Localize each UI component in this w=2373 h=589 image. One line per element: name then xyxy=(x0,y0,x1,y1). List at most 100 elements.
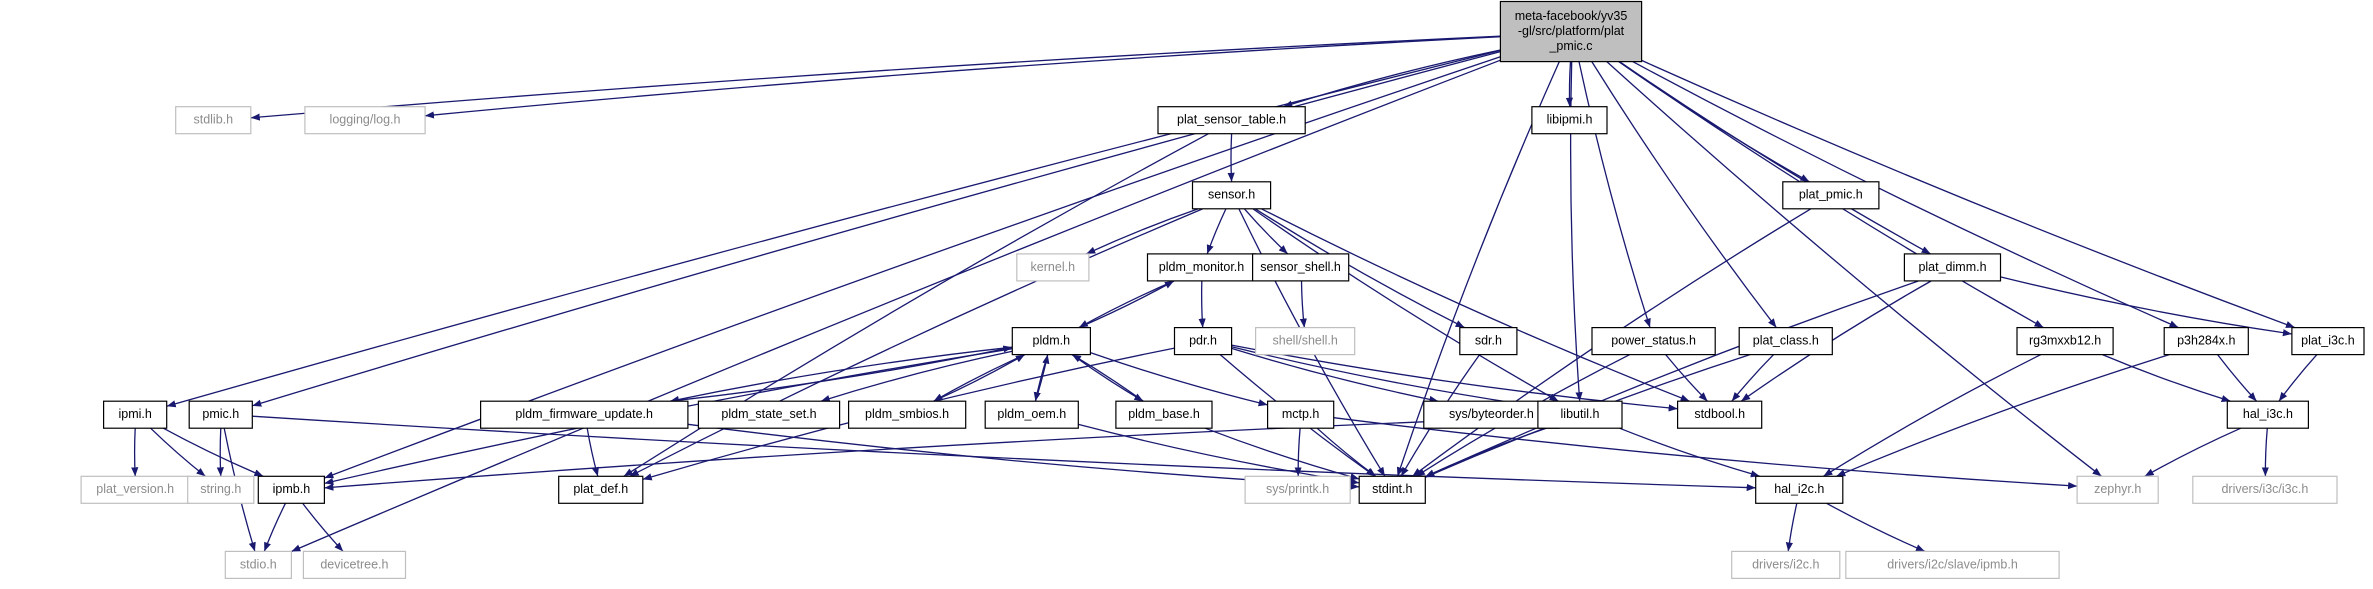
node-stdint[interactable]: stdint.h xyxy=(1358,475,1426,504)
node-pdr[interactable]: pdr.h xyxy=(1173,327,1233,356)
edge-ipmi-to-ipmb xyxy=(162,427,264,477)
node-hal_i3c[interactable]: hal_i3c.h xyxy=(2226,400,2310,429)
node-pldm[interactable]: pldm.h xyxy=(1011,327,1091,356)
node-plat_class-box xyxy=(1738,327,1833,356)
node-pldm_oem-box xyxy=(984,400,1079,429)
edge-root-to-ipmi xyxy=(166,49,1501,408)
node-plat_def-box xyxy=(558,475,644,504)
edge-rg3mxxb12-to-hal_i3c xyxy=(2102,354,2231,402)
node-pldm_monitor[interactable]: pldm_monitor.h xyxy=(1146,253,1257,282)
edge-mctp-to-stdint xyxy=(1316,427,1377,477)
edge-ipmi-to-plat_version xyxy=(131,428,139,477)
edge-pldm_monitor-to-pdr xyxy=(1198,280,1206,328)
node-stdlib: stdlib.h xyxy=(175,106,252,135)
node-stdio-label: stdio.h xyxy=(240,557,277,571)
node-stdbool[interactable]: stdbool.h xyxy=(1676,400,1763,429)
node-logging: logging/log.h xyxy=(304,106,426,135)
node-ipmb-label: ipmb.h xyxy=(273,482,311,496)
node-power_status-label: power_status.h xyxy=(1611,333,1696,347)
node-rg3mxxb12-box xyxy=(2016,327,2114,356)
node-pldm_state_set-box xyxy=(697,400,841,429)
edge-pldm_firmware_update-to-plat_def xyxy=(586,428,599,477)
edge-sensor-to-kernel xyxy=(1086,208,1199,255)
node-pldm_oem-label: pldm_oem.h xyxy=(997,407,1066,421)
edge-root-to-logging xyxy=(424,36,1501,119)
node-sdr[interactable]: sdr.h xyxy=(1459,327,1518,356)
node-mctp-box xyxy=(1266,400,1335,429)
node-plat_i3c-label: plat_i3c.h xyxy=(2301,333,2355,347)
edge-pldm-to-pldm_monitor xyxy=(1078,280,1175,329)
root-file-label-line-3: _pmic.c xyxy=(1548,39,1592,53)
node-hal_i2c[interactable]: hal_i2c.h xyxy=(1755,475,1844,504)
node-sys_printk-box xyxy=(1244,475,1351,504)
edge-hal_i2c-to-drivers_i2c_slave_ipmb xyxy=(1826,502,1926,552)
node-libipmi-box xyxy=(1531,106,1608,135)
node-libutil-box xyxy=(1537,400,1623,429)
node-sys_printk: sys/printk.h xyxy=(1244,475,1351,504)
node-sensor-box xyxy=(1191,181,1272,210)
node-pldm_state_set[interactable]: pldm_state_set.h xyxy=(697,400,841,429)
node-plat_def[interactable]: plat_def.h xyxy=(558,475,644,504)
node-shell-box xyxy=(1254,327,1356,356)
node-drivers_i2c-label: drivers/i2c.h xyxy=(1752,557,1819,571)
edge-plat_dimm-to-plat_i3c xyxy=(2000,276,2292,337)
node-drivers_i2c: drivers/i2c.h xyxy=(1731,550,1841,580)
node-plat_i3c[interactable]: plat_i3c.h xyxy=(2291,327,2365,356)
node-logging-box xyxy=(304,106,426,135)
node-hal_i2c-label: hal_i2c.h xyxy=(1774,482,1824,496)
edge-plat_class-to-stdbool xyxy=(1731,354,1775,402)
node-ipmb[interactable]: ipmb.h xyxy=(257,475,325,504)
node-pldm_firmware_update[interactable]: pldm_firmware_update.h xyxy=(480,400,689,429)
node-libutil-label: libutil.h xyxy=(1561,407,1600,421)
edge-libutil-to-ipmb xyxy=(324,416,1538,491)
edge-pldm_monitor-to-pldm xyxy=(1078,280,1175,329)
node-sys_byteorder[interactable]: sys/byteorder.h xyxy=(1423,400,1560,429)
node-libipmi[interactable]: libipmi.h xyxy=(1531,106,1608,135)
node-rg3mxxb12[interactable]: rg3mxxb12.h xyxy=(2016,327,2114,356)
node-sys_byteorder-box xyxy=(1423,400,1560,429)
node-ipmi[interactable]: ipmi.h xyxy=(102,400,168,429)
node-sensor[interactable]: sensor.h xyxy=(1191,181,1272,210)
node-rg3mxxb12-label: rg3mxxb12.h xyxy=(2029,333,2101,347)
node-pldm_smbios[interactable]: pldm_smbios.h xyxy=(847,400,967,429)
node-pldm_oem[interactable]: pldm_oem.h xyxy=(984,400,1079,429)
edge-pldm_base-to-stdint xyxy=(1204,427,1360,481)
node-logging-label: logging/log.h xyxy=(330,112,401,126)
node-sys_byteorder-label: sys/byteorder.h xyxy=(1449,407,1534,421)
edge-root-to-pmic xyxy=(252,50,1501,407)
node-sdr-box xyxy=(1459,327,1518,356)
edge-p3h284x-to-hal_i3c xyxy=(2217,354,2258,402)
node-stdlib-box xyxy=(175,106,252,135)
edge-sensor-to-plat_def xyxy=(629,208,1203,477)
edge-root-to-zephyr xyxy=(1606,61,2102,477)
edge-root-to-plat_dimm xyxy=(1619,61,1931,255)
node-mctp[interactable]: mctp.h xyxy=(1266,400,1335,429)
node-plat_class[interactable]: plat_class.h xyxy=(1738,327,1833,356)
node-plat_version-box xyxy=(80,475,190,504)
node-plat_dimm[interactable]: plat_dimm.h xyxy=(1903,253,2002,282)
node-sys_printk-label: sys/printk.h xyxy=(1266,482,1329,496)
node-pmic[interactable]: pmic.h xyxy=(188,400,253,429)
node-p3h284x-label: p3h284x.h xyxy=(2177,333,2235,347)
node-ipmi-box xyxy=(102,400,168,429)
node-devicetree: devicetree.h xyxy=(302,550,407,580)
node-power_status[interactable]: power_status.h xyxy=(1591,327,1716,356)
edge-pldm_oem-to-pldm xyxy=(1034,354,1050,402)
node-hal_i2c-box xyxy=(1755,475,1844,504)
node-string-box xyxy=(187,475,255,504)
node-p3h284x[interactable]: p3h284x.h xyxy=(2163,327,2249,356)
node-pldm_base[interactable]: pldm_base.h xyxy=(1115,400,1213,429)
node-stdlib-label: stdlib.h xyxy=(193,112,233,126)
node-stdint-label: stdint.h xyxy=(1372,482,1412,496)
node-plat_dimm-box xyxy=(1903,253,2002,282)
node-p3h284x-box xyxy=(2163,327,2249,356)
edge-root-to-libipmi xyxy=(1565,61,1574,107)
node-sensor_shell[interactable]: sensor_shell.h xyxy=(1251,253,1350,282)
node-kernel-label: kernel.h xyxy=(1031,260,1076,274)
node-plat_sensor_table[interactable]: plat_sensor_table.h xyxy=(1157,106,1306,135)
node-zephyr: zephyr.h xyxy=(2076,475,2159,504)
node-libutil[interactable]: libutil.h xyxy=(1537,400,1623,429)
node-plat_pmic[interactable]: plat_pmic.h xyxy=(1782,181,1880,210)
node-zephyr-label: zephyr.h xyxy=(2094,482,2141,496)
node-sensor_shell-label: sensor_shell.h xyxy=(1260,260,1341,274)
